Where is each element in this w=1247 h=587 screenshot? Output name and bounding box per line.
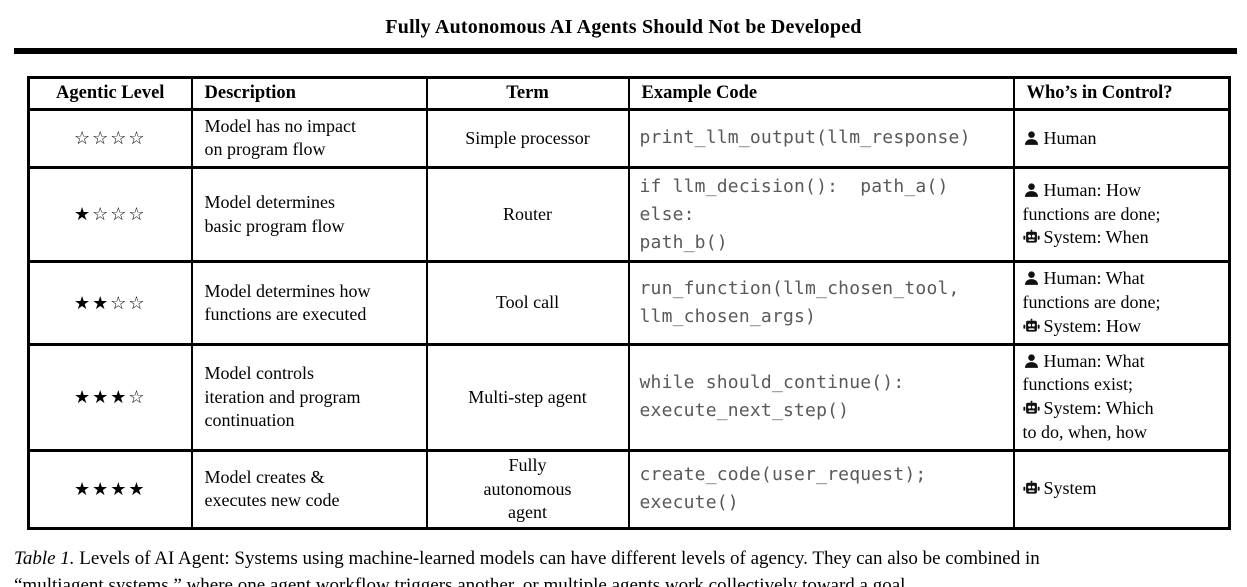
human-icon [1023, 127, 1040, 151]
caption-line: “multiagent systems,” where one agent wo… [14, 572, 1238, 587]
term-cell: Fully autonomous agent [425, 448, 630, 530]
control-segment: System: How [1022, 315, 1225, 339]
paper-title: Fully Autonomous AI Agents Should Not be… [385, 16, 862, 38]
control-segment: System: Which to do, when, how [1023, 397, 1225, 445]
control-text: Human: What functions exist; [1022, 350, 1145, 395]
table-row: ★★★☆Model controls iteration and program… [27, 342, 1231, 452]
title-rule [14, 48, 1237, 54]
agentic-level-stars: ★★★★ [27, 448, 193, 530]
term-cell: Simple processor [425, 108, 630, 169]
whos-in-control-cell: System [1012, 448, 1231, 530]
column-header-description: Description [190, 76, 428, 111]
whos-in-control-cell: Human: How functions are done; System: Wh… [1012, 165, 1231, 264]
control-segment: Human: What functions are done; [1023, 267, 1225, 315]
example-code-cell: run_function(llm_chosen_tool, llm_chosen… [627, 260, 1015, 346]
control-segment: System [1022, 477, 1225, 501]
control-text: Human [1043, 127, 1097, 148]
table-row: ★★☆☆Model determines how functions are e… [27, 260, 1231, 346]
term-cell: Multi-step agent [425, 342, 630, 452]
control-text: Human: How functions are done; [1022, 179, 1161, 224]
robot-icon [1022, 397, 1040, 421]
description-cell: Model creates & executes new code [190, 448, 428, 530]
whos-in-control-cell: Human: What functions are done;System: H… [1012, 260, 1231, 346]
column-header-example-code: Example Code [627, 76, 1015, 111]
human-icon [1023, 179, 1040, 203]
example-code-cell: create_code(user_request); execute() [627, 448, 1015, 530]
control-segment: Human [1023, 127, 1225, 151]
robot-icon [1022, 226, 1040, 250]
robot-icon [1022, 477, 1040, 501]
term-cell: Router [425, 165, 630, 264]
description-cell: Model determines how functions are execu… [190, 260, 428, 346]
caption-text: “multiagent systems,” where one agent wo… [14, 574, 911, 587]
human-icon [1023, 267, 1040, 291]
control-segment: Human: What functions exist; [1023, 350, 1225, 398]
robot-icon [1022, 315, 1040, 339]
agentic-level-stars: ★★★☆ [27, 342, 193, 452]
human-icon [1023, 350, 1040, 374]
column-header-agentic-level: Agentic Level [27, 76, 193, 111]
example-code-cell: print_llm_output(llm_response) [627, 108, 1015, 169]
agentic-level-stars: ☆☆☆☆ [27, 108, 193, 169]
column-header-term: Term [425, 76, 630, 111]
control-text: System: When [1043, 227, 1149, 248]
control-text: System: Which to do, when, how [1022, 398, 1154, 442]
column-header-who-s-in-control: Who’s in Control? [1012, 76, 1231, 111]
caption-text: Levels of AI Agent: Systems using machin… [74, 547, 1040, 569]
control-segment: System: When [1022, 226, 1225, 250]
whos-in-control-cell: Human: What functions exist;System: Whic… [1012, 342, 1231, 452]
description-cell: Model determines basic program flow [190, 165, 428, 264]
table-caption: Table 1. Levels of AI Agent: Systems usi… [14, 545, 1238, 587]
term-cell: Tool call [425, 260, 630, 346]
control-text: System: How [1043, 315, 1142, 336]
caption-line: Table 1. Levels of AI Agent: Systems usi… [14, 545, 1238, 572]
description-cell: Model has no impact on program flow [190, 108, 428, 169]
description-cell: Model controls iteration and program con… [190, 342, 428, 452]
agentic-level-stars: ★★☆☆ [27, 260, 193, 346]
caption-text: Table 1. [14, 547, 75, 569]
example-code-cell: if llm_decision(): path_a() else: path_b… [627, 165, 1015, 264]
example-code-cell: while should_continue(): execute_next_st… [627, 342, 1015, 452]
whos-in-control-cell: Human [1012, 108, 1231, 169]
control-segment: Human: How functions are done; [1023, 179, 1225, 227]
control-text: System [1043, 478, 1097, 499]
control-text: Human: What functions are done; [1022, 268, 1161, 313]
agentic-level-stars: ★☆☆☆ [27, 165, 193, 264]
